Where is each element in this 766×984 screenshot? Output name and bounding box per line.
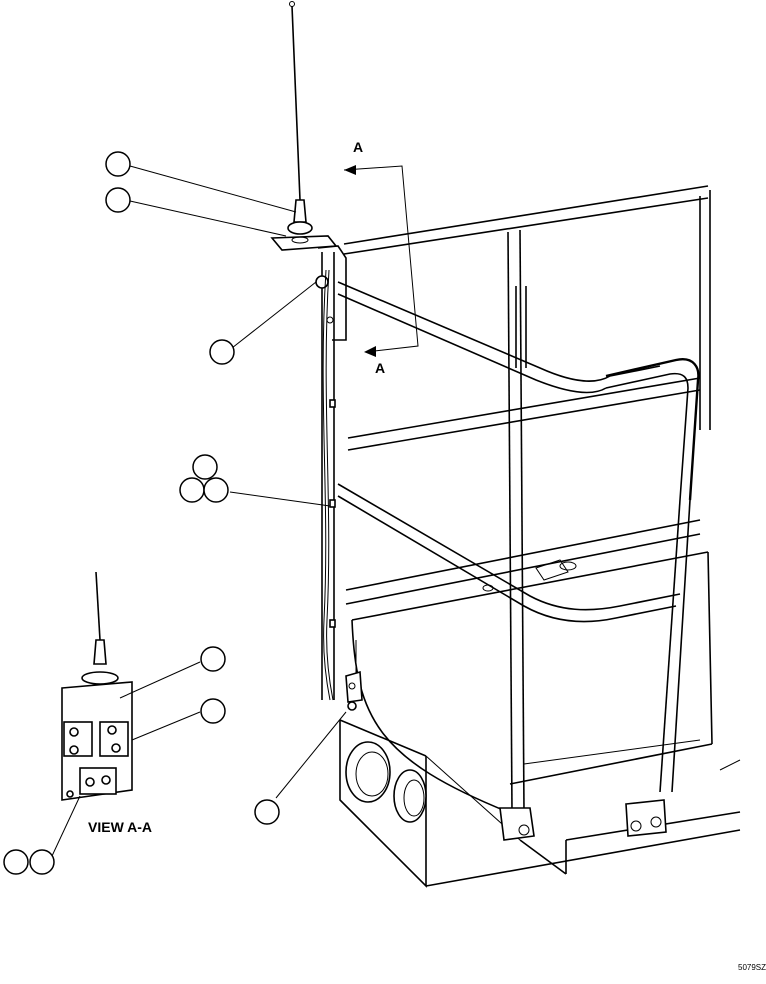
drawing-number: 5079SZ bbox=[738, 963, 766, 972]
callout-circle bbox=[209, 339, 235, 365]
view-a-a-inset: VIEW A-A bbox=[61, 571, 152, 835]
section-line: A A bbox=[343, 139, 419, 376]
antenna-bracket bbox=[315, 245, 347, 700]
callout-circle bbox=[203, 477, 229, 503]
callout-circle bbox=[192, 454, 218, 480]
antenna-cable bbox=[322, 269, 336, 701]
callout-circle bbox=[200, 646, 226, 672]
handrail bbox=[337, 185, 711, 813]
section-label-bottom: A bbox=[375, 360, 385, 376]
antenna bbox=[270, 1, 338, 251]
callout-circle bbox=[29, 849, 55, 875]
lower-box bbox=[339, 719, 741, 888]
leader-lines bbox=[51, 165, 347, 857]
callout-circle bbox=[105, 151, 131, 177]
callout-circle bbox=[3, 849, 29, 875]
platform bbox=[345, 519, 713, 813]
callout-circle bbox=[200, 698, 226, 724]
callout-circle bbox=[179, 477, 205, 503]
callout-circle bbox=[105, 187, 131, 213]
section-label-top: A bbox=[353, 139, 363, 155]
view-caption: VIEW A-A bbox=[88, 819, 152, 835]
item-callouts bbox=[3, 151, 280, 875]
rail-clamps bbox=[345, 670, 667, 841]
callout-circle bbox=[254, 799, 280, 825]
